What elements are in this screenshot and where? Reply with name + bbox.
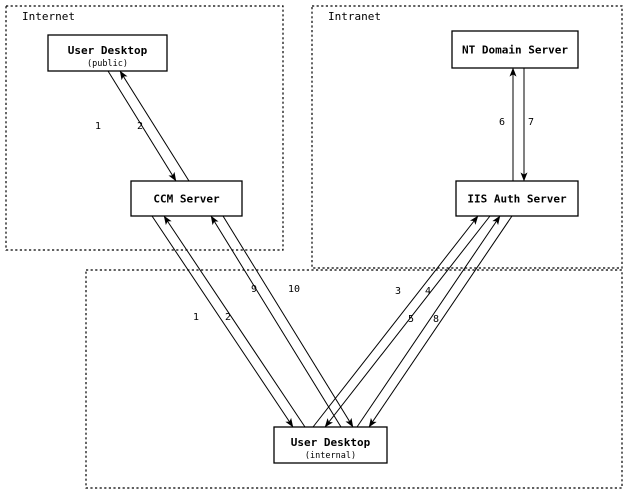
node-title-iis-auth-server: IIS Auth Server <box>467 193 567 206</box>
flow-arrow-edge-3 <box>312 215 479 428</box>
flow-arrow-edge-2-public <box>119 70 190 182</box>
edges-layer <box>107 67 528 428</box>
zone-label-internet: Internet <box>22 10 75 23</box>
node-title-user-desktop-public: User Desktop <box>68 44 148 57</box>
node-iis-auth-server[interactable]: IIS Auth Server <box>455 180 579 217</box>
node-user-desktop-public[interactable]: User Desktop (public) <box>47 34 168 72</box>
node-nt-domain-server[interactable]: NT Domain Server <box>451 30 579 69</box>
flow-arrow-edge-10 <box>222 215 354 428</box>
flow-step-label-edge-5: 5 <box>408 314 414 325</box>
flow-arrow-edge-8 <box>368 215 513 428</box>
flow-arrow-edge-5 <box>356 215 501 428</box>
zone-boundary-intranet <box>311 5 623 269</box>
flow-step-label-edge-8: 8 <box>433 314 439 325</box>
node-box-user-desktop-public <box>47 34 168 72</box>
flow-arrow-edge-9 <box>210 215 342 428</box>
flow-step-label-edge-4: 4 <box>425 286 431 297</box>
flow-step-label-edge-6: 6 <box>499 117 505 128</box>
flow-arrow-edge-2-internal <box>163 215 306 428</box>
flow-step-label-edge-9: 9 <box>251 284 257 295</box>
node-title-user-desktop-internal: User Desktop <box>291 436 371 449</box>
flow-arrow-edge-1-public <box>107 70 177 182</box>
node-box-ccm-server <box>130 180 243 217</box>
flow-step-label-edge-2-public: 2 <box>137 121 143 132</box>
node-box-iis-auth-server <box>455 180 579 217</box>
flow-step-label-edge-1-internal: 1 <box>193 312 199 323</box>
flow-step-label-edge-1-public: 1 <box>95 121 101 132</box>
flow-arrow-edge-1-internal <box>151 215 294 428</box>
flow-step-label-edge-10: 10 <box>288 284 300 295</box>
node-box-nt-domain-server <box>451 30 579 69</box>
zones-layer: Internet Intranet <box>5 5 623 489</box>
node-title-ccm-server: CCM Server <box>153 193 220 206</box>
node-subtitle-user-desktop-public: (public) <box>87 59 128 69</box>
flow-step-label-edge-2-internal: 2 <box>225 312 231 323</box>
node-subtitle-user-desktop-internal: (internal) <box>305 451 356 461</box>
node-ccm-server[interactable]: CCM Server <box>130 180 243 217</box>
flow-step-label-edge-7: 7 <box>528 117 534 128</box>
zone-boundary-internet <box>5 5 284 251</box>
flow-arrow-edge-4 <box>324 215 491 428</box>
node-title-nt-domain-server: NT Domain Server <box>462 44 568 57</box>
node-user-desktop-internal[interactable]: User Desktop (internal) <box>273 426 388 464</box>
zone-label-intranet: Intranet <box>328 10 381 23</box>
nodes-layer: User Desktop (public) CCM Server NT Domain … <box>47 30 579 464</box>
edge-labels-layer: 1 2 6 7 1 2 9 10 3 4 5 8 <box>95 117 534 325</box>
zone-boundary-internal <box>85 269 623 489</box>
flow-step-label-edge-3: 3 <box>395 286 401 297</box>
node-box-user-desktop-internal <box>273 426 388 464</box>
